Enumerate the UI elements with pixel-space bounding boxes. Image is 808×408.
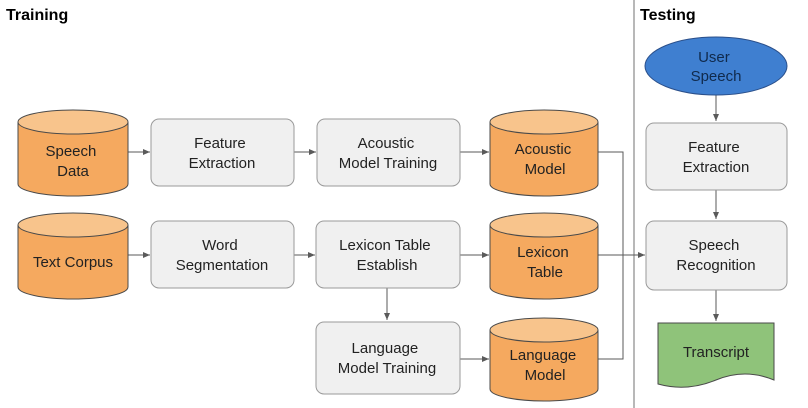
user-speech-label-line-2: Speech bbox=[691, 68, 742, 85]
word-segmentation-label-line-2: Segmentation bbox=[176, 257, 269, 274]
lexicon-table-establish-label-line-2: Establish bbox=[357, 257, 418, 274]
lexicon-table-label-line-1: Lexicon bbox=[517, 244, 569, 261]
training-section-title: Training bbox=[6, 7, 68, 24]
speech-data-label-line-2: Data bbox=[57, 163, 89, 180]
lexicon-table-establish-label-line-1: Lexicon Table bbox=[339, 237, 430, 254]
testing-section-title: Testing bbox=[640, 7, 696, 24]
acoustic-model-training-label: Acoustic Model Training bbox=[339, 135, 437, 172]
speech-data-label: Speech Data bbox=[45, 143, 100, 180]
feature-extraction-train-node: Feature Extraction bbox=[150, 118, 295, 187]
speech-data-node: Speech Data bbox=[17, 109, 129, 197]
feature-extraction-train-label: Feature Extraction bbox=[189, 135, 256, 172]
speech-recognition-label-line-2: Recognition bbox=[676, 257, 755, 274]
language-model-training-label: Language Model Training bbox=[338, 340, 436, 377]
language-model-training-node: Language Model Training bbox=[315, 321, 461, 395]
transcript-label: Transcript bbox=[683, 344, 750, 361]
word-segmentation-label-line-1: Word bbox=[202, 237, 238, 254]
user-speech-node: User Speech bbox=[644, 36, 788, 96]
acoustic-model-node: Acoustic Model bbox=[489, 109, 599, 197]
acoustic-model-training-label-line-1: Acoustic bbox=[358, 135, 415, 152]
speech-recognition-label: Speech Recognition bbox=[676, 237, 755, 274]
acoustic-model-label-line-1: Acoustic bbox=[515, 141, 572, 158]
acoustic-model-training-label-line-2: Model Training bbox=[339, 155, 437, 172]
acoustic-model-training-node: Acoustic Model Training bbox=[316, 118, 461, 187]
lexicon-table-label: Lexicon Table bbox=[517, 244, 573, 281]
lexicon-table-label-line-2: Table bbox=[527, 264, 563, 281]
language-model-label-line-2: Model bbox=[525, 367, 566, 384]
feature-extraction-test-node: Feature Extraction bbox=[645, 122, 788, 191]
text-corpus-label: Text Corpus bbox=[33, 254, 113, 271]
word-segmentation-label: Word Segmentation bbox=[176, 237, 269, 274]
lexicon-table-node: Lexicon Table bbox=[489, 212, 599, 300]
language-model-training-label-line-2: Model Training bbox=[338, 360, 436, 377]
acoustic-model-label: Acoustic Model bbox=[515, 141, 576, 178]
edges bbox=[128, 94, 719, 362]
acoustic-model-label-line-2: Model bbox=[525, 161, 566, 178]
lexicon-table-establish-node: Lexicon Table Establish bbox=[315, 220, 461, 289]
language-model-label: Language Model bbox=[510, 347, 581, 384]
speech-recognition-label-line-1: Speech bbox=[688, 237, 739, 254]
user-speech-label: User Speech bbox=[691, 49, 742, 85]
language-model-label-line-1: Language bbox=[510, 347, 577, 364]
user-speech-label-line-1: User bbox=[698, 49, 730, 66]
edge-language-model-to-recognition bbox=[598, 255, 624, 360]
word-segmentation-node: Word Segmentation bbox=[150, 220, 295, 289]
edge-acoustic-model-to-recognition bbox=[598, 151, 624, 255]
speech-recognition-node: Speech Recognition bbox=[645, 220, 788, 291]
speech-data-label-line-1: Speech bbox=[45, 143, 96, 160]
feature-extraction-test-label-line-1: Feature bbox=[688, 139, 740, 156]
lexicon-table-establish-label: Lexicon Table Establish bbox=[339, 237, 435, 274]
feature-extraction-test-label-line-2: Extraction bbox=[683, 159, 750, 176]
transcript-node: Transcript bbox=[657, 322, 775, 388]
text-corpus-node: Text Corpus bbox=[17, 212, 129, 300]
language-model-node: Language Model bbox=[489, 317, 599, 402]
feature-extraction-test-label: Feature Extraction bbox=[683, 139, 750, 176]
feature-extraction-train-label-line-1: Feature bbox=[194, 135, 246, 152]
feature-extraction-train-label-line-2: Extraction bbox=[189, 155, 256, 172]
language-model-training-label-line-1: Language bbox=[352, 340, 419, 357]
